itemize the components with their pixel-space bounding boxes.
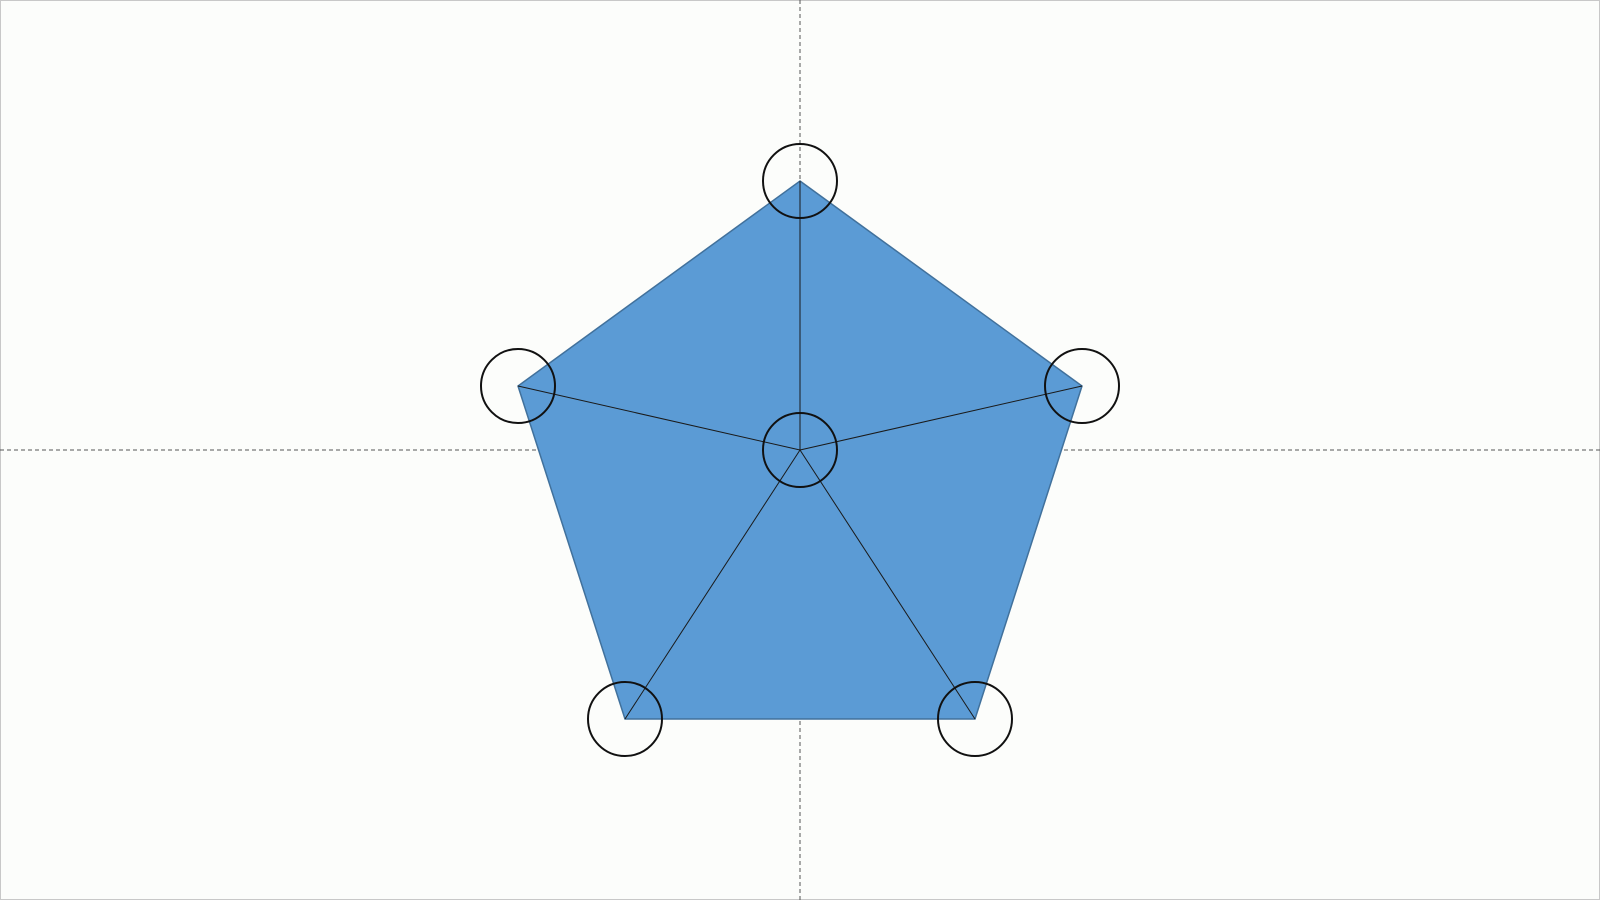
handle-center[interactable] (762, 412, 838, 488)
handle-top[interactable] (762, 143, 838, 219)
handle-upper-right[interactable] (1044, 348, 1120, 424)
spoke-upper-right (799, 385, 1083, 451)
vertex-handles[interactable] (480, 143, 1120, 757)
handle-upper-left[interactable] (480, 348, 556, 424)
spoke-lower-left (624, 449, 801, 720)
spoke-upper-left (517, 385, 801, 451)
handle-lower-right[interactable] (937, 681, 1013, 757)
handle-lower-left[interactable] (587, 681, 663, 757)
spoke-lower-right (799, 449, 976, 720)
pentagon-spokes (517, 181, 1083, 720)
